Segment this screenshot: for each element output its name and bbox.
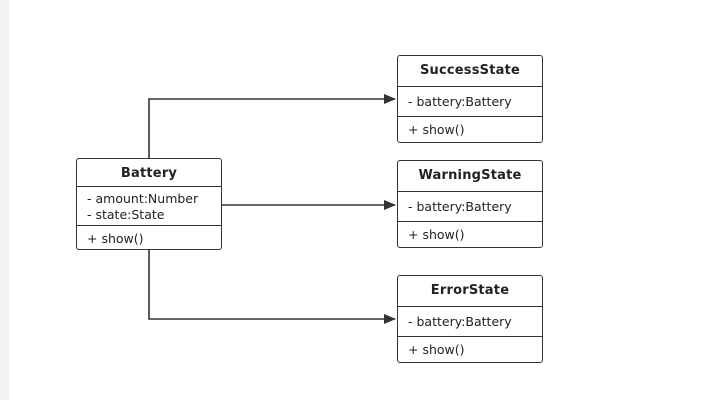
attribute-state: - state:State — [87, 207, 165, 222]
attribute-battery: - battery:Battery — [408, 314, 512, 329]
canvas-left-edge — [0, 0, 9, 400]
operation-show: + show() — [408, 122, 465, 137]
class-battery-operations: + show() — [77, 225, 221, 252]
class-warningstate[interactable]: WarningState - battery:Battery + show() — [397, 160, 543, 248]
operation-show: + show() — [408, 342, 465, 357]
attribute-amount: - amount:Number — [87, 191, 199, 206]
class-errorstate[interactable]: ErrorState - battery:Battery + show() — [397, 275, 543, 363]
attribute-battery: - battery:Battery — [408, 199, 512, 214]
class-errorstate-operations: + show() — [398, 336, 542, 362]
class-warningstate-operations: + show() — [398, 221, 542, 247]
operation-show: + show() — [408, 227, 465, 242]
class-warningstate-name: WarningState — [418, 168, 522, 183]
class-successstate[interactable]: SuccessState - battery:Battery + show() — [397, 55, 543, 143]
class-battery-attributes: - amount:Number - state:State — [77, 186, 221, 225]
class-battery[interactable]: Battery - amount:Number - state:State + … — [76, 158, 222, 250]
class-errorstate-name: ErrorState — [430, 283, 510, 298]
class-errorstate-attributes: - battery:Battery — [398, 306, 542, 336]
class-successstate-attributes: - battery:Battery — [398, 86, 542, 116]
class-warningstate-attributes: - battery:Battery — [398, 191, 542, 221]
attribute-battery: - battery:Battery — [408, 94, 512, 109]
class-successstate-name: SuccessState — [419, 63, 521, 78]
class-battery-name: Battery — [120, 166, 178, 181]
operation-show: + show() — [87, 231, 144, 246]
class-successstate-operations: + show() — [398, 116, 542, 142]
connector-battery-to-successstate — [148, 94, 396, 159]
connector-battery-to-errorstate — [148, 250, 396, 324]
